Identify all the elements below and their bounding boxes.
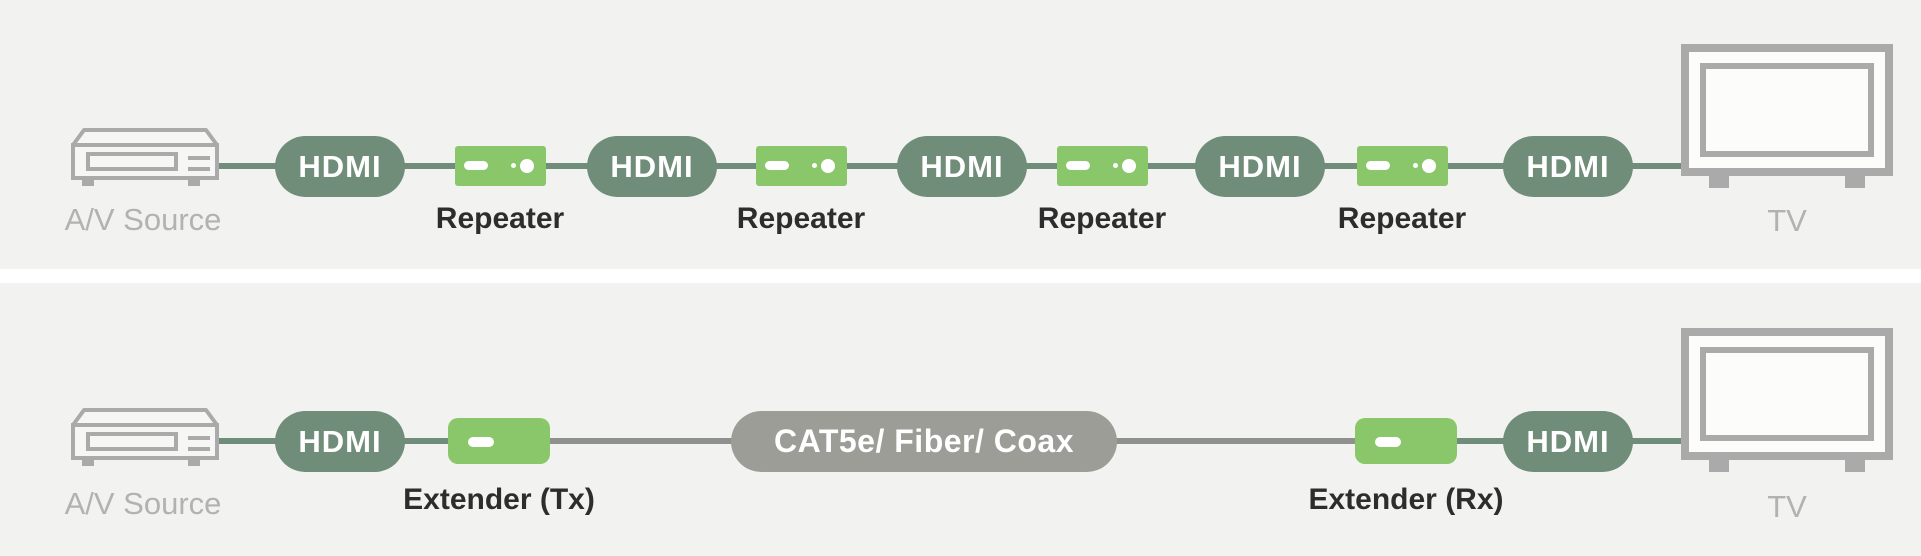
repeater-slot-icon <box>1066 161 1090 170</box>
repeater-device-icon <box>1357 146 1448 186</box>
top-av-source-label: A/V Source <box>64 202 222 237</box>
extender-rx-device-icon <box>1355 418 1457 464</box>
repeater-led-small-icon <box>1113 163 1118 168</box>
repeater-device-icon <box>1057 146 1148 186</box>
repeater-label: Repeater <box>1037 202 1167 235</box>
extender-tx-label: Extender (Tx) <box>403 483 595 516</box>
hdmi-pill: HDMI <box>1503 136 1633 197</box>
hdmi-pill: HDMI <box>587 136 717 197</box>
bottom-tv-label: TV <box>1767 489 1807 524</box>
repeater-slot-icon <box>464 161 488 170</box>
top-tv-label: TV <box>1767 203 1807 238</box>
hdmi-pill: HDMI <box>1195 136 1325 197</box>
av-source-icon <box>71 408 219 466</box>
cable-type-pill: CAT5e/ Fiber/ Coax <box>731 411 1117 472</box>
repeater-led-big-icon <box>1422 159 1436 173</box>
extender-rx-label: Extender (Rx) <box>1308 483 1504 516</box>
repeater-diagram-band <box>0 0 1921 269</box>
repeater-led-big-icon <box>821 159 835 173</box>
av-source-icon <box>71 128 219 186</box>
extender-slot-icon <box>1375 437 1401 447</box>
extender-tx-device-icon <box>448 418 550 464</box>
repeater-slot-icon <box>1366 161 1390 170</box>
repeater-led-big-icon <box>520 159 534 173</box>
repeater-device-icon <box>756 146 847 186</box>
band-divider <box>0 269 1921 283</box>
repeater-label: Repeater <box>435 202 565 235</box>
bottom-av-source-label: A/V Source <box>64 486 222 521</box>
repeater-slot-icon <box>765 161 789 170</box>
repeater-led-small-icon <box>812 163 817 168</box>
repeater-led-small-icon <box>1413 163 1418 168</box>
tv-icon <box>1681 44 1893 188</box>
repeater-led-big-icon <box>1122 159 1136 173</box>
tv-icon <box>1681 328 1893 472</box>
hdmi-pill: HDMI <box>897 136 1027 197</box>
repeater-label: Repeater <box>1337 202 1467 235</box>
hdmi-pill: HDMI <box>275 136 405 197</box>
repeater-device-icon <box>455 146 546 186</box>
repeater-led-small-icon <box>511 163 516 168</box>
hdmi-pill: HDMI <box>275 411 405 472</box>
repeater-label: Repeater <box>736 202 866 235</box>
extender-slot-icon <box>468 437 494 447</box>
hdmi-pill: HDMI <box>1503 411 1633 472</box>
